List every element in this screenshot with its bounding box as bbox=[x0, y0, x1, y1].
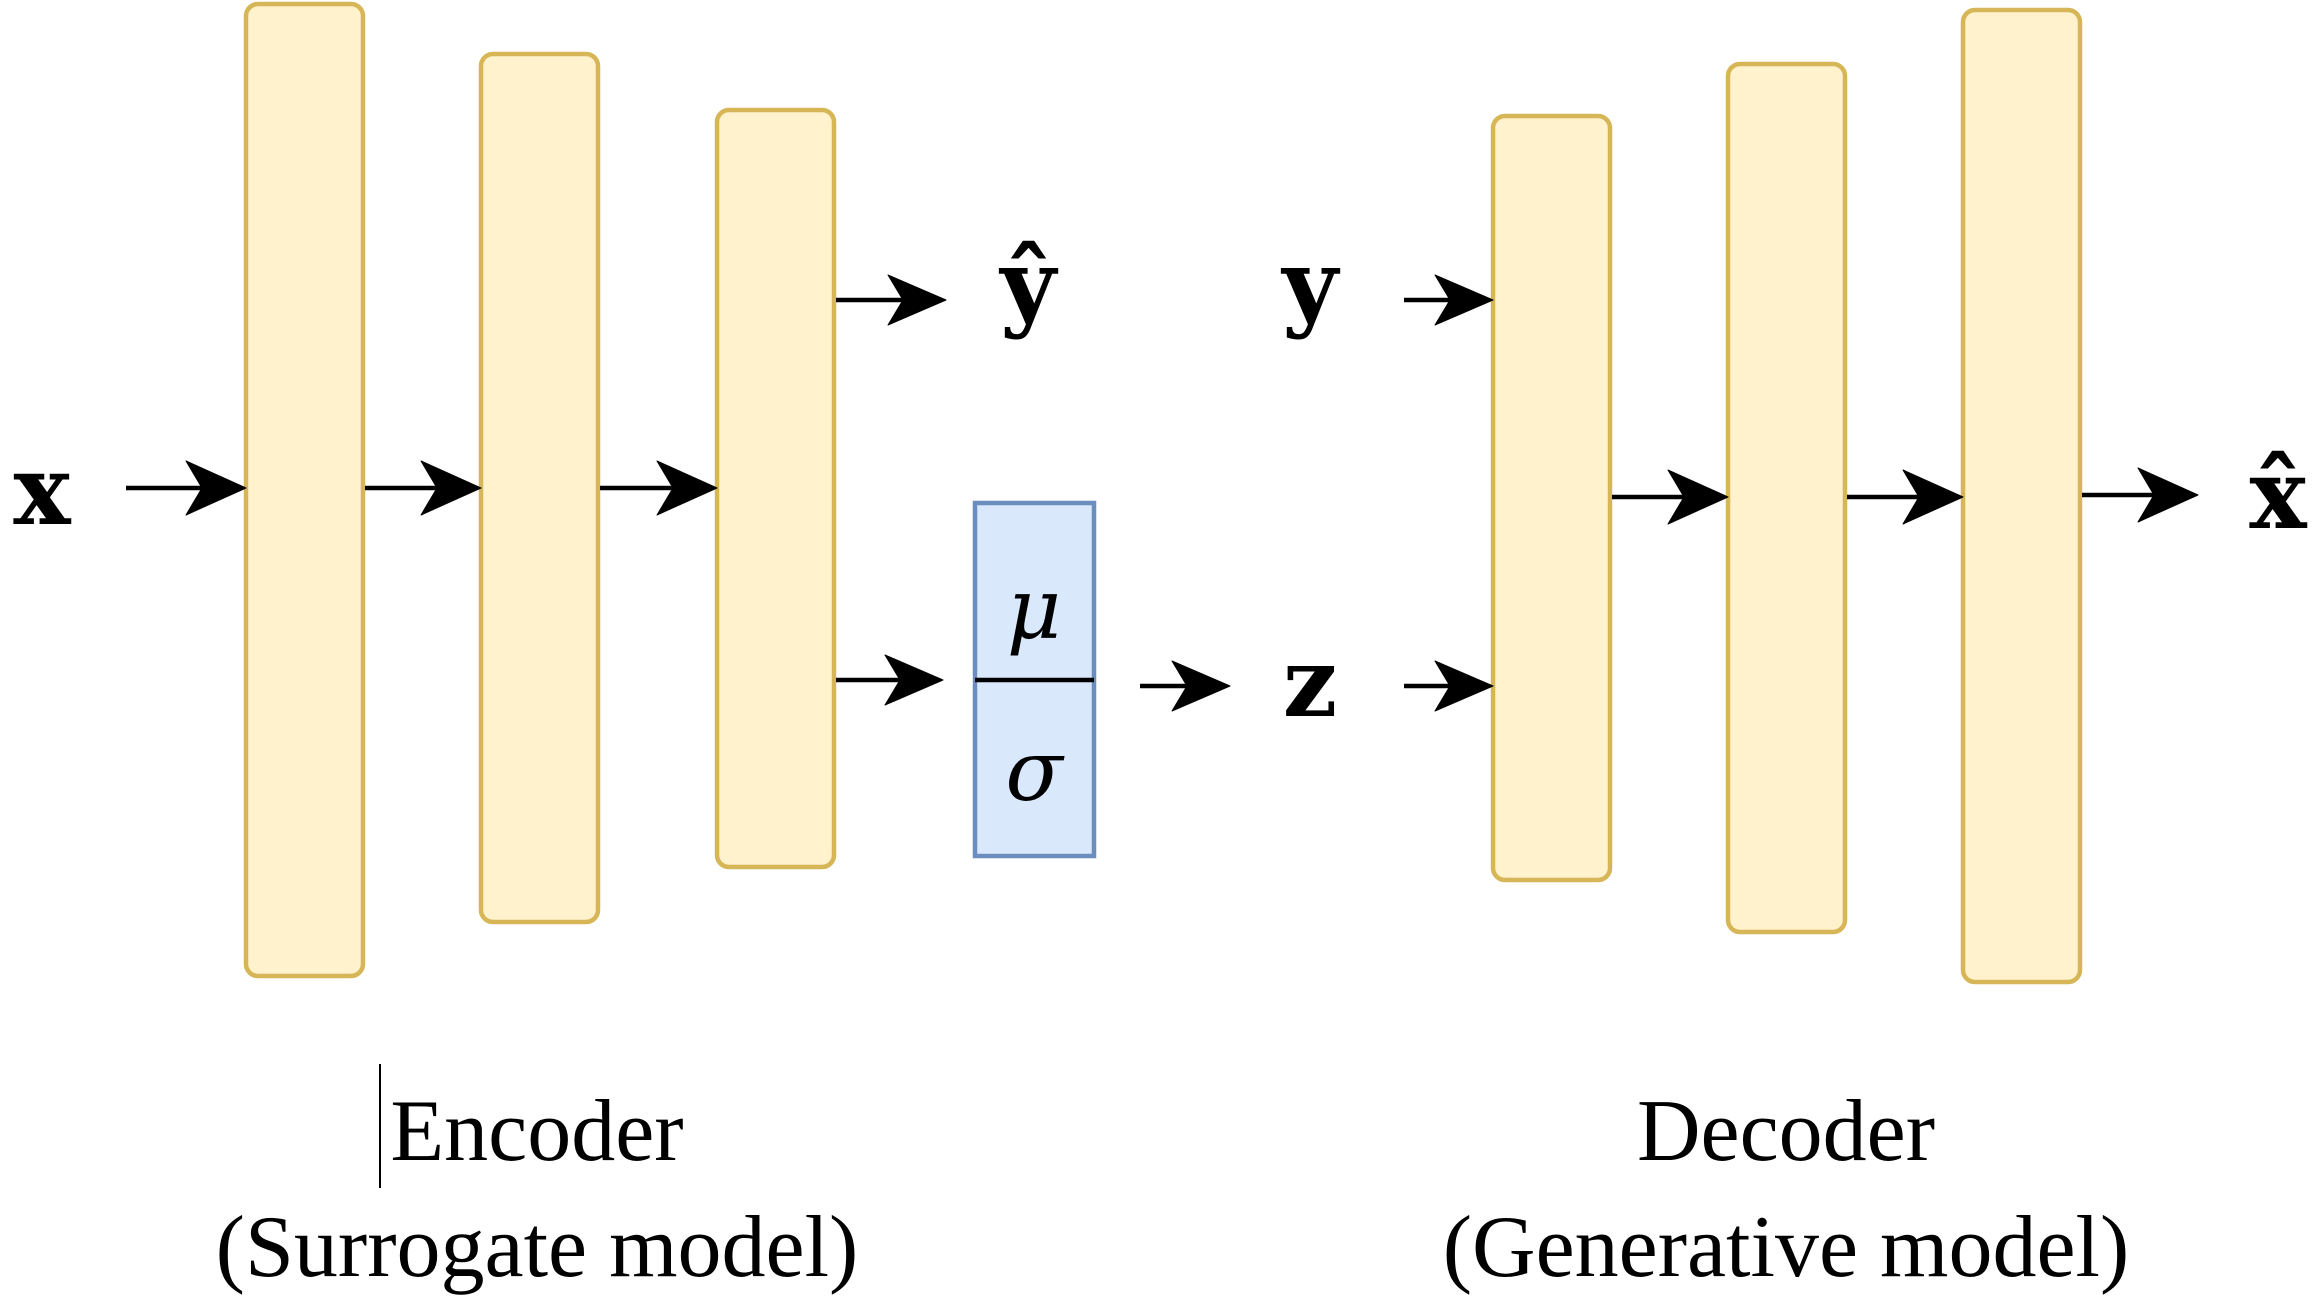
encoder-layers bbox=[243, 1, 837, 979]
decoder-layer-1 bbox=[1490, 113, 1613, 883]
sigma-symbol: σ bbox=[1005, 722, 1065, 820]
encoder-layer-1 bbox=[243, 1, 366, 979]
encoder-subtitle: (Surrogate model) bbox=[216, 1199, 859, 1296]
arrowhead-enc1-to-enc2 bbox=[420, 460, 482, 516]
arrowhead-enc2-to-enc3 bbox=[656, 460, 718, 516]
arrowhead-x-to-encoder bbox=[185, 460, 247, 516]
arrowhead-latent-to-z bbox=[1171, 660, 1231, 712]
encoder-layer-2 bbox=[478, 51, 601, 925]
decoder-title: Decoder bbox=[1637, 1083, 1935, 1180]
decoder-layer-3 bbox=[1960, 7, 2083, 985]
arrows bbox=[126, 274, 2199, 712]
captions: Encoder (Surrogate model) Decoder (Gener… bbox=[216, 1064, 2130, 1296]
decoder-layers bbox=[1490, 7, 2083, 985]
condition-y-label: y bbox=[1280, 228, 1341, 341]
arrowhead-enc3-to-latent bbox=[884, 654, 944, 706]
arrowhead-dec1-to-dec2 bbox=[1667, 469, 1729, 525]
symbol-labels: x ŷ y z x̂ bbox=[13, 228, 2307, 739]
input-x-label: x bbox=[13, 434, 71, 547]
decoder-layer-2 bbox=[1725, 61, 1848, 935]
arrowhead-dec2-to-dec3 bbox=[1902, 469, 1964, 525]
arrowhead-enc3-to-yhat bbox=[887, 274, 947, 326]
latent-distribution-box: μ σ bbox=[972, 500, 1097, 859]
encoder-layer-3 bbox=[714, 107, 837, 870]
decoder-subtitle: (Generative model) bbox=[1443, 1199, 2130, 1296]
arrowhead-z-to-decoder bbox=[1434, 660, 1494, 712]
arrowhead-dec3-to-xhat bbox=[2137, 467, 2199, 523]
latent-z-label: z bbox=[1283, 626, 1338, 739]
encoder-title: Encoder bbox=[390, 1083, 683, 1180]
predicted-y-hat-label: ŷ bbox=[998, 228, 1059, 341]
mu-symbol: μ bbox=[1007, 560, 1062, 658]
reconstruction-x-hat-label: x̂ bbox=[2249, 438, 2307, 551]
arrowhead-y-to-decoder bbox=[1434, 274, 1494, 326]
